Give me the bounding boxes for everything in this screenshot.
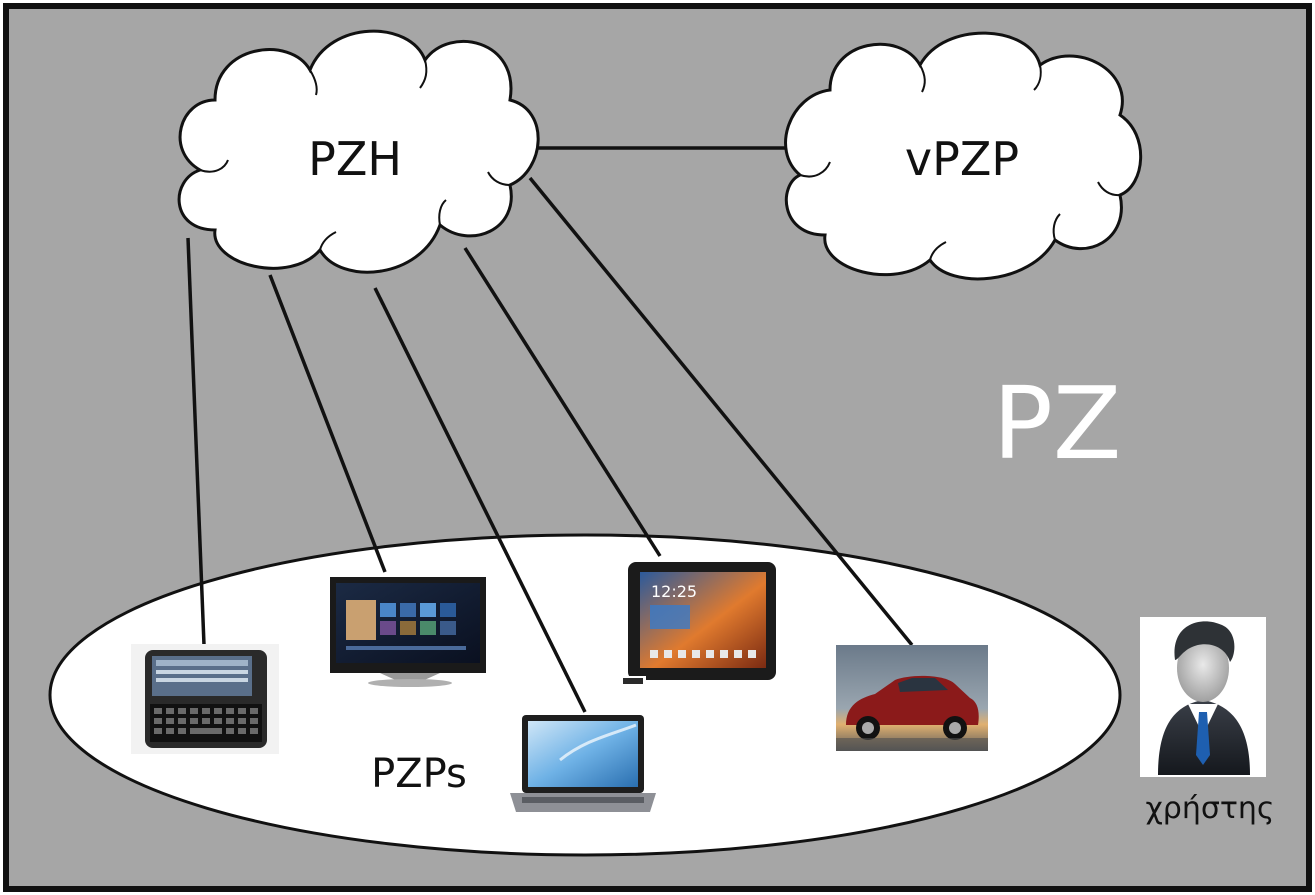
link-pzh-smartphone bbox=[186, 237, 206, 646]
pzps-label: PZPs bbox=[371, 751, 467, 797]
link-pzh-tv bbox=[268, 274, 387, 573]
tv-icon bbox=[330, 577, 486, 687]
zone-label: PZ bbox=[993, 365, 1122, 482]
link-pzh-car bbox=[528, 176, 914, 647]
link-pzh-tablet bbox=[463, 247, 662, 557]
vpzp-label: vPZP bbox=[905, 132, 1019, 186]
connection-lines bbox=[186, 146, 914, 713]
businessman-icon bbox=[1140, 617, 1266, 777]
svg-text:12:25: 12:25 bbox=[651, 582, 697, 601]
car-icon bbox=[836, 645, 988, 751]
vpzp-cloud: vPZP bbox=[784, 31, 1143, 281]
laptop-icon bbox=[510, 715, 656, 812]
smartphone-icon bbox=[131, 644, 279, 754]
pzh-label: PZH bbox=[308, 132, 402, 186]
pzh-cloud: PZH bbox=[177, 29, 540, 274]
link-pzh-laptop bbox=[373, 287, 587, 713]
tablet-icon: 12:25 bbox=[620, 562, 776, 686]
user-label: χρήστης bbox=[1145, 791, 1274, 826]
pzp-ellipse bbox=[48, 533, 1122, 857]
